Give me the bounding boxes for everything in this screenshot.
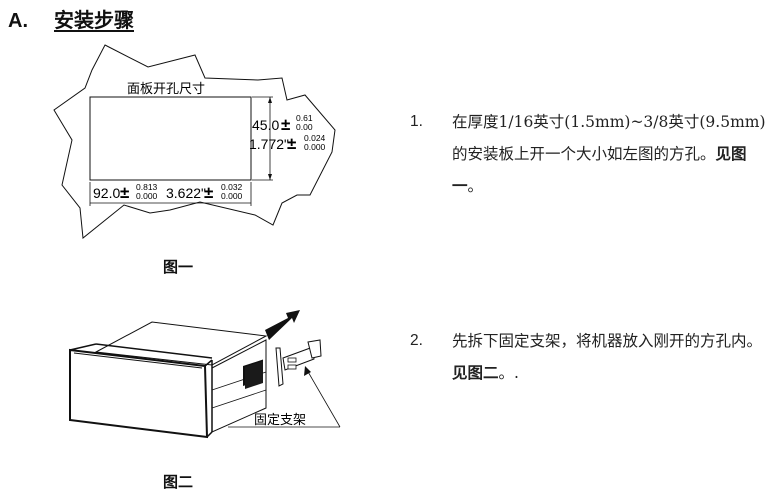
width-inch: 3.622" <box>166 185 206 201</box>
height-inch-plusminus: ± <box>287 134 296 153</box>
step-1: 1. 在厚度1/16英寸(1.5mm)~3/8英寸(9.5mm)的安装板上开一个… <box>410 106 767 216</box>
section-letter: A. <box>8 10 28 32</box>
width-inch-plusminus: ± <box>204 183 213 202</box>
step-2-body: 先拆下固定支架，将机器放入刚开的方孔内。见图二。. <box>452 325 767 389</box>
cutout-rectangle <box>89 96 252 181</box>
section-heading: A. 安装步骤 <box>8 4 134 33</box>
height-inch: 1.772" <box>249 136 289 152</box>
figure1-caption: 图一 <box>163 258 194 276</box>
step-2: 2. 先拆下固定支架，将机器放入刚开的方孔内。见图二。. <box>410 325 767 395</box>
height-inch-tol-lower: 0.000 <box>304 142 326 152</box>
height-mm-plusminus: ± <box>281 115 290 134</box>
width-mm-tol-upper: 0.813 <box>136 182 158 192</box>
step-1-reference: 见图一 <box>452 145 747 195</box>
height-mm: 45.0 <box>252 117 279 133</box>
width-mm-plusminus: ± <box>120 183 129 202</box>
step-1-body: 在厚度1/16英寸(1.5mm)~3/8英寸(9.5mm)的安装板上开一个大小如… <box>452 106 767 202</box>
panel-cutout-label: 面板开孔尺寸 <box>127 82 205 97</box>
step-1-number: 1. <box>410 113 423 130</box>
height-inch-tol-upper: 0.024 <box>304 133 326 143</box>
width-inch-tol-lower: 0.000 <box>221 191 243 201</box>
section-title: 安装步骤 <box>54 8 134 32</box>
step-2-tail: 。. <box>498 364 519 382</box>
device-mounting-diagram: 固定支架 <box>69 310 341 439</box>
step-1-text: 在厚度1/16英寸(1.5mm)~3/8英寸(9.5mm)的安装板上开一个大小如… <box>452 113 766 163</box>
panel-outline <box>53 44 336 239</box>
height-mm-tol-lower: 0.00 <box>296 122 313 132</box>
height-mm-tol-upper: 0.61 <box>296 113 313 123</box>
panel-cutout-diagram: 面板开孔尺寸 45.0 ± 0.61 0.00 1.772" ± 0.024 0… <box>53 44 336 239</box>
step-2-number: 2. <box>410 332 423 349</box>
width-mm: 92.0 <box>93 185 120 201</box>
step-2-text: 先拆下固定支架，将机器放入刚开的方孔内。 <box>452 332 763 350</box>
figure2-caption: 图二 <box>163 473 194 491</box>
step-2-reference: 见图二 <box>452 364 499 382</box>
width-inch-tol-upper: 0.032 <box>221 182 243 192</box>
width-mm-tol-lower: 0.000 <box>136 191 158 201</box>
bracket-label: 固定支架 <box>254 413 306 428</box>
step-1-tail: 。 <box>467 177 484 195</box>
